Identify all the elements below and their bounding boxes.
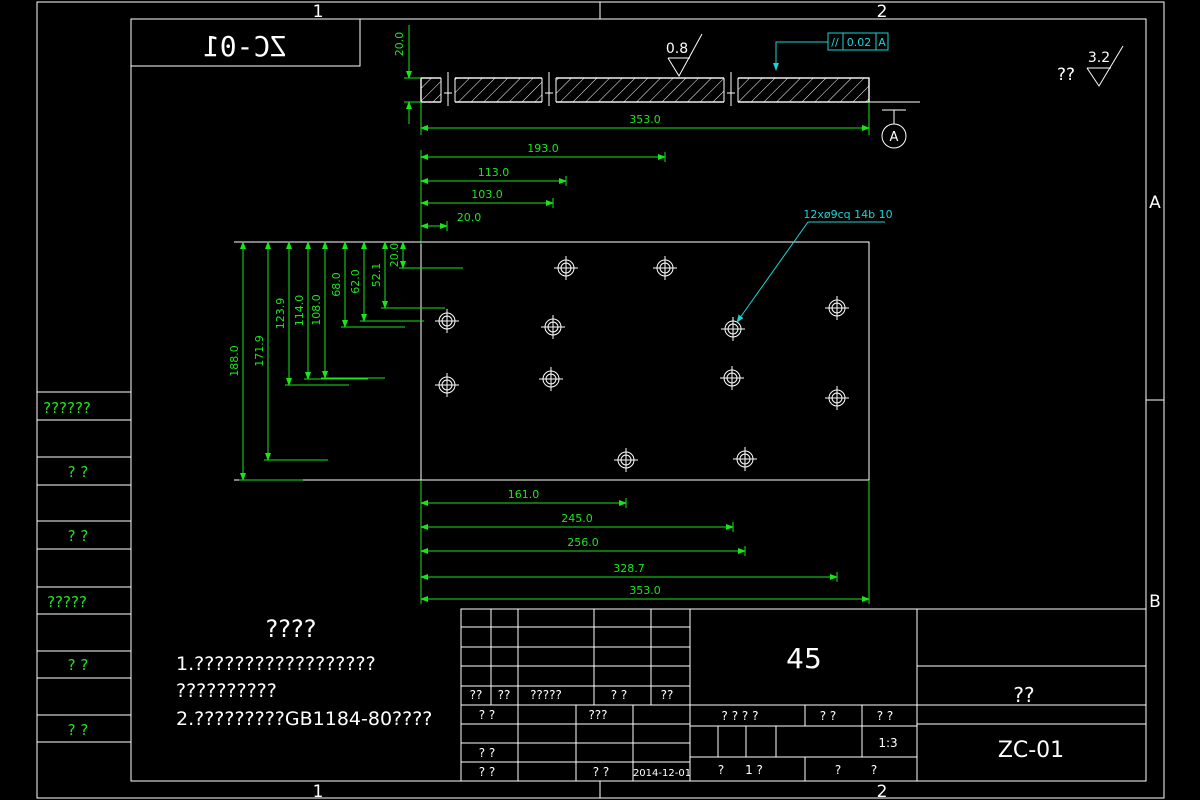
technical-notes: ???? 1.?????????????????? ?????????? 2.?… <box>176 615 432 730</box>
roughness-overall-prefix: ?? <box>1057 65 1075 85</box>
mounting-hole <box>733 447 757 471</box>
left-label: ? ? <box>68 527 89 545</box>
dimension-label: 353.0 <box>629 584 661 597</box>
dimension-label: 193.0 <box>527 142 559 155</box>
side-view-section: 20.0 353.0 0.8 // 0.02 A A <box>393 25 920 149</box>
dimension-label: 328.7 <box>613 562 645 575</box>
dimension-label: 161.0 <box>508 488 540 501</box>
notes-line: 2.?????????GB1184-80???? <box>176 708 432 730</box>
mounting-hole <box>720 366 744 390</box>
left-label: ? ? <box>68 463 89 481</box>
sign-row-label: ? ? <box>479 765 496 779</box>
tolerance-value: 0.02 <box>847 36 872 49</box>
left-label: ? ? <box>68 721 89 739</box>
dim-thickness: 20.0 <box>393 32 406 57</box>
dimension-label: 245.0 <box>561 512 593 525</box>
drawing-number: ZC-01 <box>998 738 1064 763</box>
tolerance-symbol: // <box>831 36 839 49</box>
dimension-label: 256.0 <box>567 536 599 549</box>
dimension-label: 188.0 <box>228 345 241 377</box>
dimension-label: 103.0 <box>471 188 503 201</box>
notes-line: 1.?????????????????? <box>176 653 376 675</box>
stage-header: ? ? ? ? <box>722 709 759 723</box>
mounting-hole <box>653 256 677 280</box>
plan-view <box>420 241 870 481</box>
mounting-hole <box>614 448 638 472</box>
roughness-overall-value: 3.2 <box>1088 50 1110 66</box>
dimension-label: 52.1 <box>370 263 383 288</box>
revision-header: ????? <box>530 688 562 702</box>
left-label: ? ? <box>68 656 89 674</box>
sign-row-label: ??? <box>588 708 607 722</box>
zone-label-top-2: 2 <box>877 2 888 22</box>
left-column: ?????? ? ? ? ? ????? ? ? ? ? <box>37 391 131 743</box>
mounting-hole <box>721 317 745 341</box>
mounting-hole <box>435 309 459 333</box>
zone-label-bottom-2: 2 <box>877 782 888 800</box>
dimension-label: 113.0 <box>478 166 510 179</box>
code-box-text: ZC-01 <box>203 30 287 63</box>
drawing-date: 2014-12-01 <box>633 768 691 779</box>
section-hole <box>440 72 456 106</box>
material-value: 45 <box>786 642 822 675</box>
hole-callout-text: 12xø9cq 14b 10 <box>803 208 892 221</box>
mounting-hole <box>435 373 459 397</box>
horizontal-dimensions: 193.0 113.0 103.0 20.0 161.0 245.0 256.0 328.7 3… <box>420 142 870 604</box>
code-box: ZC-01 <box>130 18 361 67</box>
mounting-hole <box>541 315 565 339</box>
sign-row-label: ? ? <box>479 708 496 722</box>
dimension-label: 114.0 <box>293 295 306 327</box>
dimension-label: 20.0 <box>388 243 401 268</box>
left-label: ?????? <box>43 399 91 417</box>
revision-header: ?? <box>661 688 674 702</box>
dimension-label: 108.0 <box>310 294 323 326</box>
left-label: ????? <box>47 593 87 611</box>
dimension-label: 171.9 <box>253 335 266 367</box>
datum-label: A <box>890 130 899 145</box>
zone-label-top-1: 1 <box>313 2 324 22</box>
sheet-info: 1 ? <box>745 763 763 777</box>
dimension-label: 20.0 <box>457 211 482 224</box>
notes-title: ???? <box>266 615 317 643</box>
stage-header: ? ? <box>877 709 894 723</box>
title-block: ?? ?? ????? ? ? ?? ? ? ??? ? ? ? ? ? ? 2… <box>460 608 1147 782</box>
mounting-hole <box>554 256 578 280</box>
hole-callout: 12xø9cq 14b 10 <box>736 208 893 323</box>
datum-marker: A <box>881 109 907 149</box>
dimension-label: 123.9 <box>274 298 287 330</box>
hole-pattern <box>435 256 849 472</box>
revision-header: ? ? <box>611 688 628 702</box>
mounting-hole <box>539 367 563 391</box>
roughness-overall: ?? 3.2 <box>1057 45 1124 87</box>
zone-label-right-b: B <box>1149 592 1161 612</box>
section-hole <box>541 72 557 106</box>
section-hole <box>723 72 739 106</box>
dim-length-top: 353.0 <box>629 113 661 126</box>
dimension-label: 68.0 <box>330 272 343 297</box>
notes-line: ?????????? <box>176 680 277 702</box>
revision-header: ?? <box>498 688 511 702</box>
zone-label-bottom-1: 1 <box>313 782 324 800</box>
part-name: ?? <box>1013 683 1034 707</box>
mounting-hole <box>825 386 849 410</box>
stage-header: ? ? <box>820 709 837 723</box>
revision-header: ?? <box>470 688 483 702</box>
vertical-dimensions: 188.0 171.9 123.9 114.0 108.0 68.0 62.0 52.1 20.… <box>228 241 463 481</box>
roughness-top-value: 0.8 <box>666 41 688 57</box>
zone-label-right-a: A <box>1149 193 1161 213</box>
sheet-info: ? <box>871 763 877 777</box>
designer-label: ? ? <box>593 765 610 779</box>
sheet-info: ? <box>718 763 724 777</box>
dimension-label: 62.0 <box>349 269 362 294</box>
tolerance-frame: // 0.02 A <box>773 32 889 71</box>
sheet-info: ? <box>835 763 841 777</box>
tolerance-datum: A <box>878 36 886 49</box>
roughness-symbol-top: 0.8 <box>666 33 703 77</box>
mounting-hole <box>825 296 849 320</box>
sign-row-label: ? ? <box>479 746 496 760</box>
scale-value: 1:3 <box>878 736 897 750</box>
